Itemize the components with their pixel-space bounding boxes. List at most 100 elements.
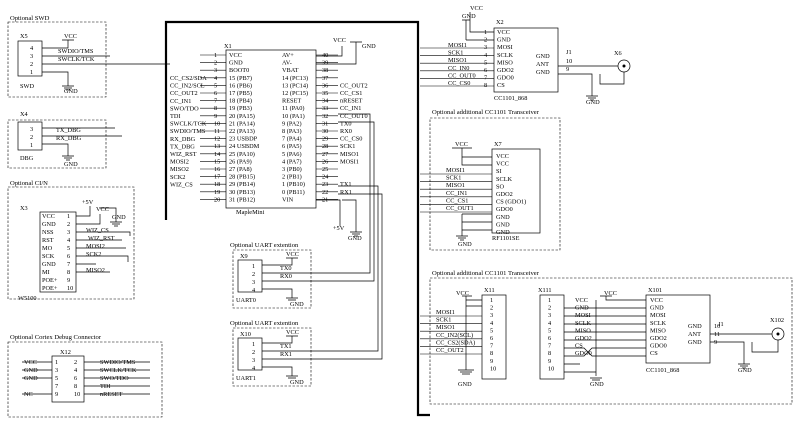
- swd-pin-2: 2: [30, 61, 33, 68]
- swd-pin-3: 3: [30, 53, 33, 60]
- maple-right-net: CC_OUT0: [340, 113, 368, 120]
- uart0-ref: X9: [240, 253, 248, 260]
- x101-pin-name: GDO0: [650, 343, 667, 350]
- cc2-title: Optional additional CC1101 Transceiver: [432, 270, 540, 277]
- x2-net-label: SCK1: [448, 50, 463, 57]
- uart0-title: Optional UART extention: [230, 242, 299, 249]
- x7-net-label: SCK1: [446, 175, 461, 182]
- x7-pin-name: VCC: [496, 161, 509, 168]
- maple-right-pin: VIN: [282, 196, 294, 203]
- maple-left-net: CC_CS2/SDA: [170, 75, 207, 82]
- maple-left-net: SWDIO/TMS: [170, 128, 206, 135]
- maple-gnd2: GND: [348, 235, 362, 242]
- x111-pin-num: 10: [548, 365, 554, 372]
- uart1-pin-2: 2: [252, 349, 255, 356]
- maple-right-net: MOSI1: [340, 158, 359, 165]
- maple-gnd: GND: [362, 43, 376, 50]
- maple-right-num: 30: [322, 128, 328, 135]
- maple-left-pin: 28 (PB15): [229, 174, 255, 181]
- w5100-pin-name: NSS: [42, 229, 54, 236]
- dbg-ref: X4: [20, 111, 29, 118]
- maple-right-pin: 8 (PA3): [282, 128, 302, 135]
- x11-pin-num: 9: [490, 358, 493, 365]
- maple-left-net: MISO2: [170, 166, 189, 173]
- cc2-ant-gnd: GND: [738, 367, 752, 374]
- cortex-right-num: 4: [74, 367, 78, 374]
- w5100-pin-name: MI: [42, 269, 50, 276]
- maple-left-num: 9: [214, 113, 217, 120]
- x11-pin-num: 4: [490, 320, 494, 327]
- w5100-pin-name: POE+: [42, 285, 58, 292]
- x2-net-label: CC_OUT0: [448, 72, 476, 79]
- uart1-pin-4: 4: [252, 365, 256, 372]
- uart0-pin-2: 2: [252, 271, 255, 278]
- maple-left-num: 8: [214, 105, 217, 112]
- x101-right-name: GND: [688, 323, 702, 330]
- maple-right-pin: 13 (PC14): [282, 82, 308, 89]
- w5100-sig-sck2: SCK2: [86, 251, 101, 258]
- maple-right-net: TX0: [340, 120, 352, 127]
- rf1101-name: RF1101SE: [492, 235, 520, 242]
- w5100-name: W5100: [18, 295, 37, 302]
- x111-pin-num: 2: [548, 305, 551, 312]
- w5100-pin-num: 1: [67, 213, 70, 220]
- maple-right-num: 33: [322, 105, 328, 112]
- cortex-left-label: VCC: [24, 359, 37, 366]
- w5100-pin-num: 2: [67, 221, 70, 228]
- maple-right-num: 36: [322, 82, 328, 89]
- maple-right-pin: 14 (PC13): [282, 75, 308, 82]
- cortex-left-label: GND: [24, 375, 38, 382]
- x101-right-num: 9: [714, 339, 717, 346]
- w5100-pin-name: GND: [42, 261, 56, 268]
- cortex-right-label: nRESET: [100, 391, 123, 398]
- maple-left-pin: 23 USBDP: [229, 136, 258, 143]
- w5100-sig-mosi2: MOSI2: [86, 243, 105, 250]
- x2-pin-name: GND: [497, 37, 511, 44]
- x111-label: VCC: [575, 297, 588, 304]
- x111-pin-num: 4: [548, 320, 552, 327]
- maple-left-pin: 26 (PA9): [229, 158, 252, 165]
- maple-left-net: CC_OUT2: [170, 90, 198, 97]
- maple-right-pin: 2 (PB1): [282, 174, 302, 181]
- maple-left-num: 4: [214, 75, 218, 82]
- x101-pin-name: MISO: [650, 327, 666, 334]
- maple-left-num: 13: [214, 143, 220, 150]
- x111-pin-num: 7: [548, 343, 551, 350]
- maple-right-pin: 4 (PA7): [282, 158, 302, 165]
- maple-left-pin: 30 (PB13): [229, 189, 255, 196]
- maple-left-net: SWCLK/TCK: [170, 121, 207, 128]
- maple-left-num: 15: [214, 158, 220, 165]
- cortex-right-num: 10: [74, 391, 80, 398]
- maple-right-net: RX0: [340, 128, 352, 135]
- maple-left-pin: BOOT0: [229, 67, 249, 74]
- maple-left-net: WIZ_CS: [170, 181, 193, 188]
- maple-right-pin: 12 (PC15): [282, 90, 308, 97]
- cortex-title: Optional Cortex Debug Connector: [10, 334, 102, 341]
- cortex-ref: X12: [60, 349, 71, 356]
- x2-right-name: GND: [536, 69, 550, 76]
- x11-pin-num: 1: [490, 297, 493, 304]
- dbg-gnd-label: GND: [64, 161, 78, 168]
- rf1101-vcc: VCC: [455, 141, 468, 148]
- cortex-left-num: 1: [55, 359, 58, 366]
- w5100-sig-5v: +5V: [82, 199, 94, 206]
- x7-pin-name: GND: [496, 214, 510, 221]
- x2-vcc: VCC: [470, 5, 483, 12]
- cc2-ref-a: X11: [484, 287, 495, 294]
- w5100-pin-num: 7: [67, 261, 70, 268]
- dbg-pin-1: 1: [30, 142, 33, 149]
- uart1-title: Optional UART extention: [230, 320, 299, 327]
- cortex-left-label: GND: [24, 367, 38, 374]
- cc2-net-label: CC_IN2(SCL): [436, 332, 473, 339]
- cortex-right-label: SWO/TDO: [100, 375, 129, 382]
- maple-right-net: CC_IN1: [340, 105, 361, 112]
- w5100-sig-rst: WIZ_RST: [88, 235, 115, 242]
- x2-right-name: GND: [536, 53, 550, 60]
- maple-right-pin: RESET: [282, 98, 301, 105]
- x2-net-label: CC_CS0: [448, 80, 470, 87]
- x7-pin-name: GND: [496, 229, 510, 236]
- dbg-block: X4 3 2 1 DBG TX_DBG RX_DBG GND: [7, 111, 122, 169]
- maple-right-num: 32: [322, 113, 328, 120]
- uart1-name: UART1: [236, 375, 256, 382]
